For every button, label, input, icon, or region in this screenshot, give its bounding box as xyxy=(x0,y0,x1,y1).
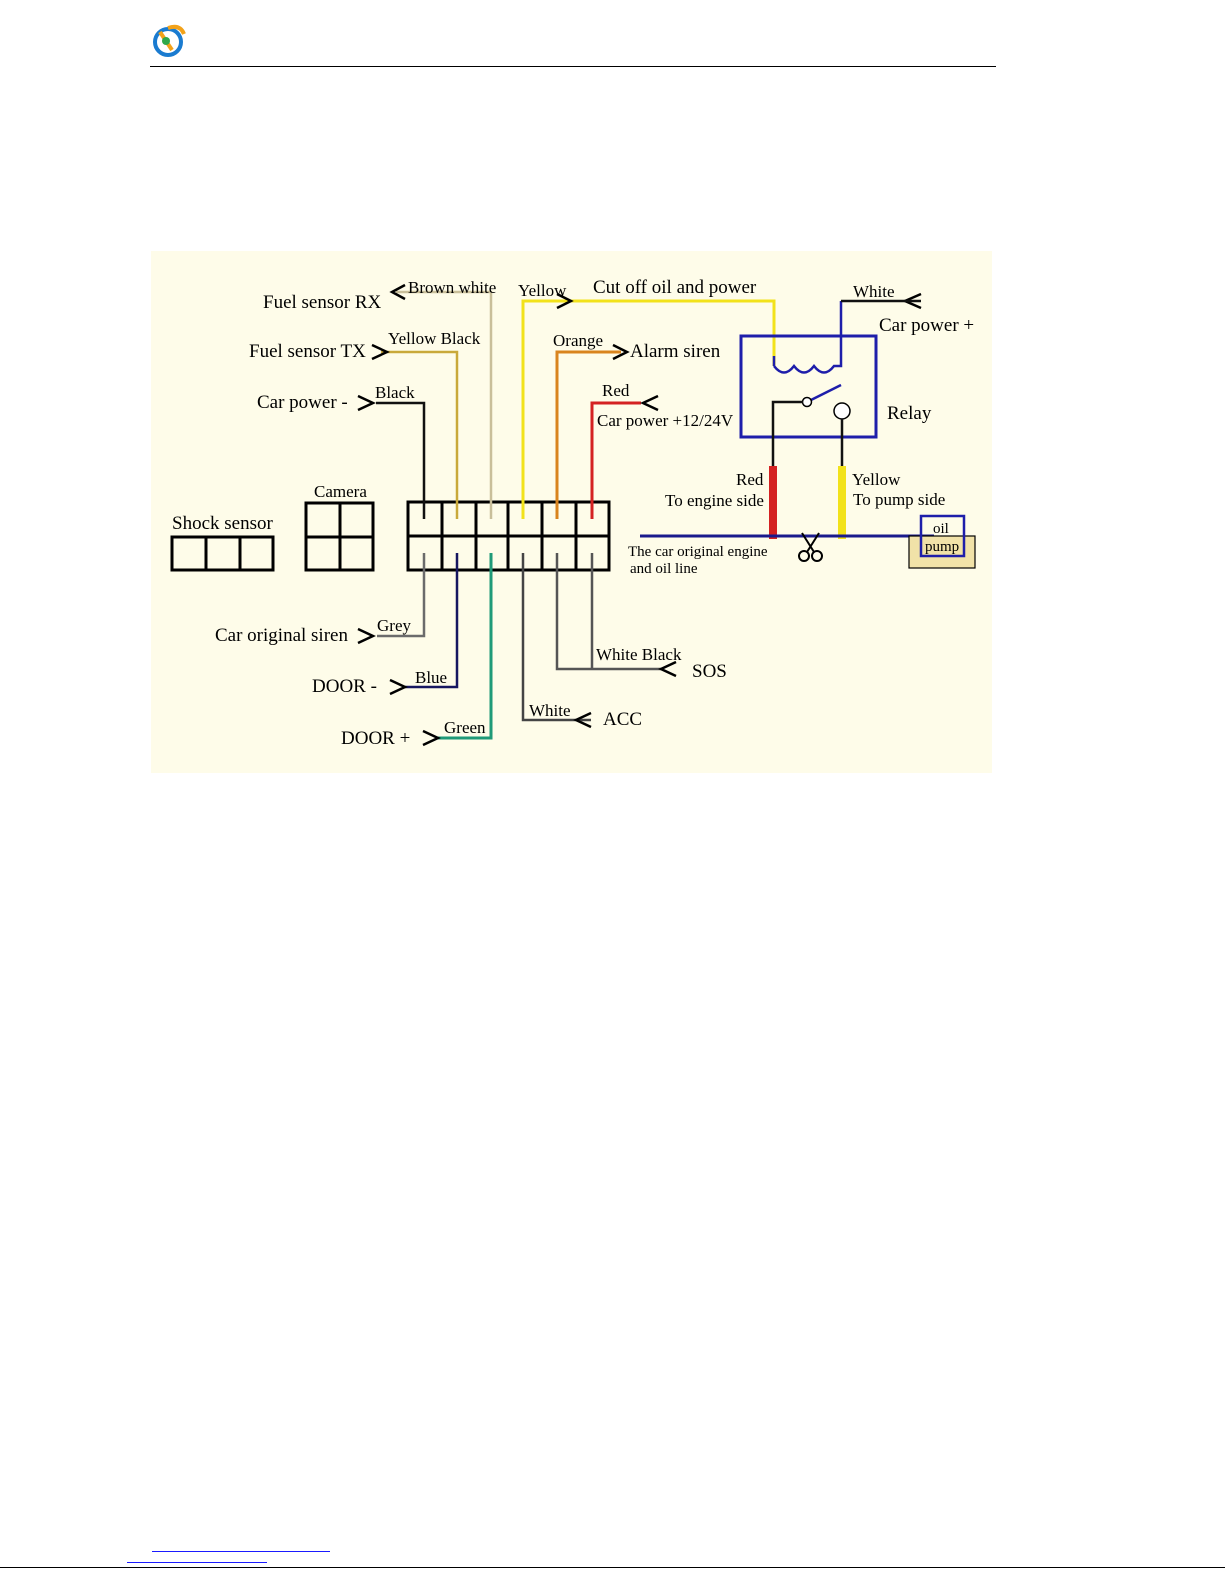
black-wire-label: Black xyxy=(375,383,415,402)
camera-connector xyxy=(304,501,375,572)
white-top-wire-label: White xyxy=(853,282,895,301)
yellow-wire-label: Yellow xyxy=(518,281,567,300)
shock-sensor-connector xyxy=(170,535,275,572)
grey-wire-label: Grey xyxy=(377,616,411,635)
shock-sensor-label: Shock sensor xyxy=(172,513,273,534)
relay-red-label: Red xyxy=(736,470,764,489)
yellow-arrow xyxy=(556,292,574,310)
grey-wire-line xyxy=(377,553,426,638)
door-neg-arrow xyxy=(389,678,408,696)
car-siren-arrow xyxy=(357,627,376,645)
car-original-siren-label: Car original siren xyxy=(215,625,348,646)
door-neg-label: DOOR - xyxy=(312,676,377,697)
relay-coil xyxy=(772,301,843,374)
relay-switch-arm xyxy=(808,383,842,403)
green-wire-line xyxy=(437,553,493,740)
footer-rule xyxy=(0,1567,1225,1568)
white-acc-arrow xyxy=(573,711,592,729)
orange-arrow xyxy=(612,343,630,361)
door-pos-arrow xyxy=(422,729,441,747)
blue-wire-label: Blue xyxy=(415,668,447,687)
oil-pump-box xyxy=(919,514,966,558)
orange-wire-line xyxy=(555,350,621,519)
relay-contact-2 xyxy=(833,402,851,420)
relay-box xyxy=(739,334,878,439)
red-wire-label: Red xyxy=(602,381,630,400)
relay-yellow-label: Yellow xyxy=(852,470,901,489)
wiring-diagram: Shock sensor Camera xyxy=(151,251,992,773)
white-black-wire-line-a xyxy=(555,553,663,671)
fuel-sensor-rx-label: Fuel sensor RX xyxy=(263,292,382,313)
footer-link-underline[interactable] xyxy=(152,1551,330,1552)
scissors-icon xyxy=(798,532,823,562)
to-pump-side-label: To pump side xyxy=(853,490,945,509)
car-power-1224-label: Car power +12/24V xyxy=(597,411,734,430)
relay-contact-1 xyxy=(801,396,813,408)
relay-left-leg xyxy=(771,400,803,466)
acc-label: ACC xyxy=(603,709,642,730)
green-wire-label: Green xyxy=(444,718,486,737)
oil-label: oil xyxy=(933,521,949,537)
header-rule xyxy=(150,66,996,67)
door-pos-label: DOOR + xyxy=(341,728,410,749)
oil-line-label-1: The car original engine xyxy=(628,544,768,560)
arrowheads xyxy=(357,283,922,747)
fuel-sensor-tx-label: Fuel sensor TX xyxy=(249,341,366,362)
company-logo-icon xyxy=(153,24,186,57)
white-bottom-wire-label: White xyxy=(529,701,571,720)
blue-wire-line xyxy=(402,553,459,689)
car-power-neg-arrow xyxy=(357,394,376,412)
main-connector xyxy=(406,500,611,572)
to-engine-side-label: To engine side xyxy=(665,491,764,510)
red-arrow xyxy=(640,394,659,412)
alarm-siren-label: Alarm siren xyxy=(630,341,721,362)
cut-off-oil-label: Cut off oil and power xyxy=(593,277,757,298)
yellow-wire-line xyxy=(521,299,776,519)
footer-link-underline-secondary[interactable] xyxy=(127,1562,267,1563)
diagram-background xyxy=(151,251,992,773)
white-black-sos-arrow xyxy=(658,660,677,678)
sos-label: SOS xyxy=(692,661,727,682)
yellow-black-wire-label: Yellow Black xyxy=(388,329,481,348)
black-wire-line xyxy=(376,401,426,519)
white-wire-line xyxy=(521,553,591,722)
orange-wire-label: Orange xyxy=(553,331,603,350)
fuel-rx-arrow xyxy=(389,283,406,301)
red-wire-line xyxy=(590,401,641,519)
car-power-pos-label: Car power + xyxy=(879,315,974,336)
brown-white-wire-label: Brown white xyxy=(408,278,496,297)
fuel-tx-arrow xyxy=(371,343,390,361)
pump-label: pump xyxy=(925,539,959,555)
brown-white-wire xyxy=(396,290,493,519)
oil-line-label-2: and oil line xyxy=(630,561,698,577)
yellow-black-wire-line xyxy=(381,350,459,519)
camera-label: Camera xyxy=(314,482,367,501)
car-power-neg-label: Car power - xyxy=(257,392,348,413)
relay-label: Relay xyxy=(887,403,932,424)
white-black-wire-label: White Black xyxy=(596,645,682,664)
